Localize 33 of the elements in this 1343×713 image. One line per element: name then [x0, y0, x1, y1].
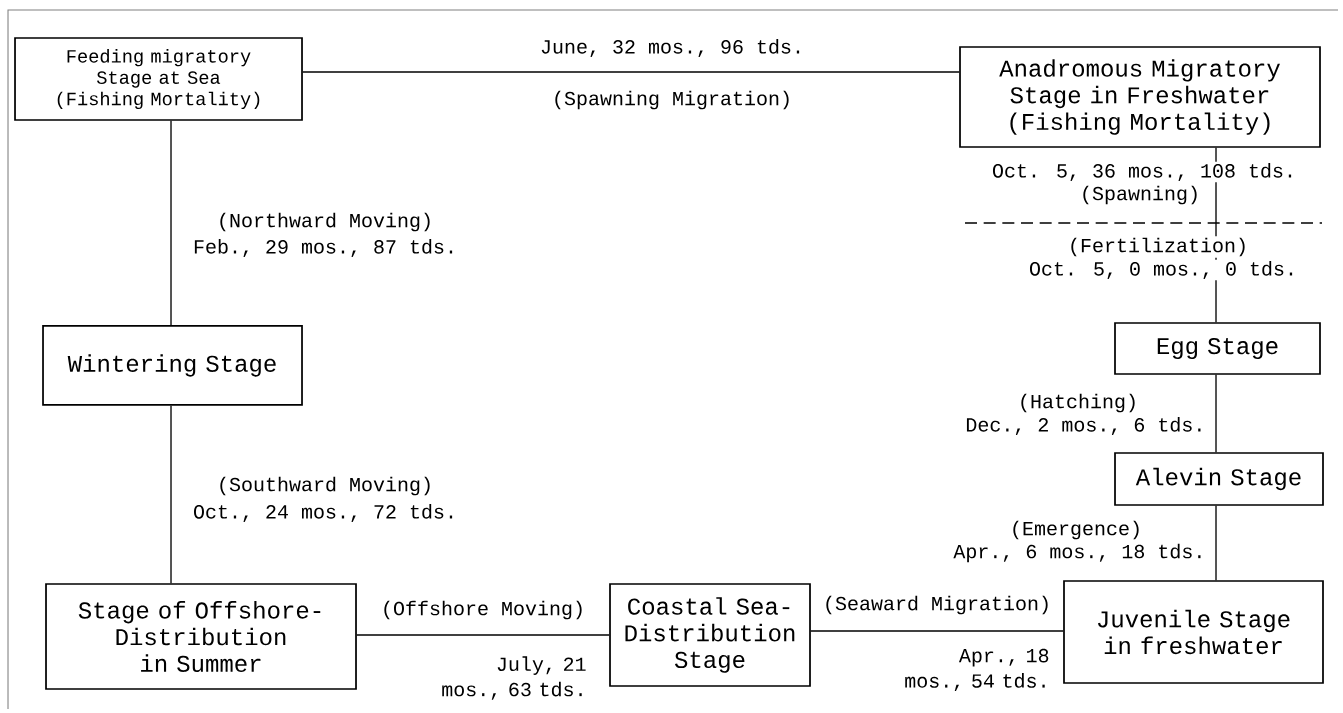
annotation-text: July, 21 mos., 63 tds. [442, 656, 586, 700]
edge-label: (Spawning) [1083, 185, 1197, 205]
connector-line [302, 71, 960, 73]
stage-box: Feeding migratory Stage at Sea (Fishing Mortality) [14, 37, 303, 121]
stage-box: Coastal Sea-Distribution Stage [609, 583, 811, 687]
stage-box: Egg Stage [1114, 322, 1321, 375]
stage-box: Alevin Stage [1114, 452, 1324, 506]
connector-line [1215, 374, 1217, 453]
connector-line [1215, 505, 1217, 581]
stage-box: Juvenile Stage in freshwater [1063, 580, 1324, 684]
edge-label: (Emergence) [1013, 520, 1139, 540]
annotation-text: (Fertilization) [1071, 237, 1245, 257]
edge-label: (Southward Moving) [220, 476, 430, 496]
edge-label: (Offshore Moving) [384, 600, 582, 620]
connector-line [356, 634, 610, 636]
edge-label: (Seaward Migration) [826, 595, 1048, 615]
stage-box: Wintering Stage [42, 325, 303, 406]
edge-label: (Hatching) [1021, 393, 1135, 413]
edge-label: June, 32 mos., 96 tds. [541, 39, 800, 57]
connector-line [170, 120, 172, 326]
annotation-text: Oct. 5, 36 mos., 108 tds. [993, 163, 1292, 181]
annotation-text: Dec., 2 mos., 6 tds. [966, 417, 1201, 435]
annotation-text: Feb., 29 mos., 87 tds. [194, 239, 453, 257]
stage-box: Anadromous Migratory Stage in Freshwater (Fishing Mortality) [959, 46, 1321, 148]
annotation-text: Apr., 6 mos., 18 tds. [953, 543, 1201, 563]
stage-box: Stage of Offshore-Distribution in Summer [45, 583, 357, 690]
annotation-text: Oct., 24 mos., 72 tds. [194, 504, 453, 522]
annotation-text: Oct. 5, 0 mos., 0 tds. [1030, 261, 1293, 279]
connector-line [810, 630, 1064, 632]
annotation-text: (Spawning Migration) [555, 90, 789, 110]
edge-label: (Northward Moving) [220, 212, 430, 232]
connector-line [170, 405, 172, 584]
annotation-text: Apr., 18 mos., 54 tds. [905, 648, 1049, 692]
